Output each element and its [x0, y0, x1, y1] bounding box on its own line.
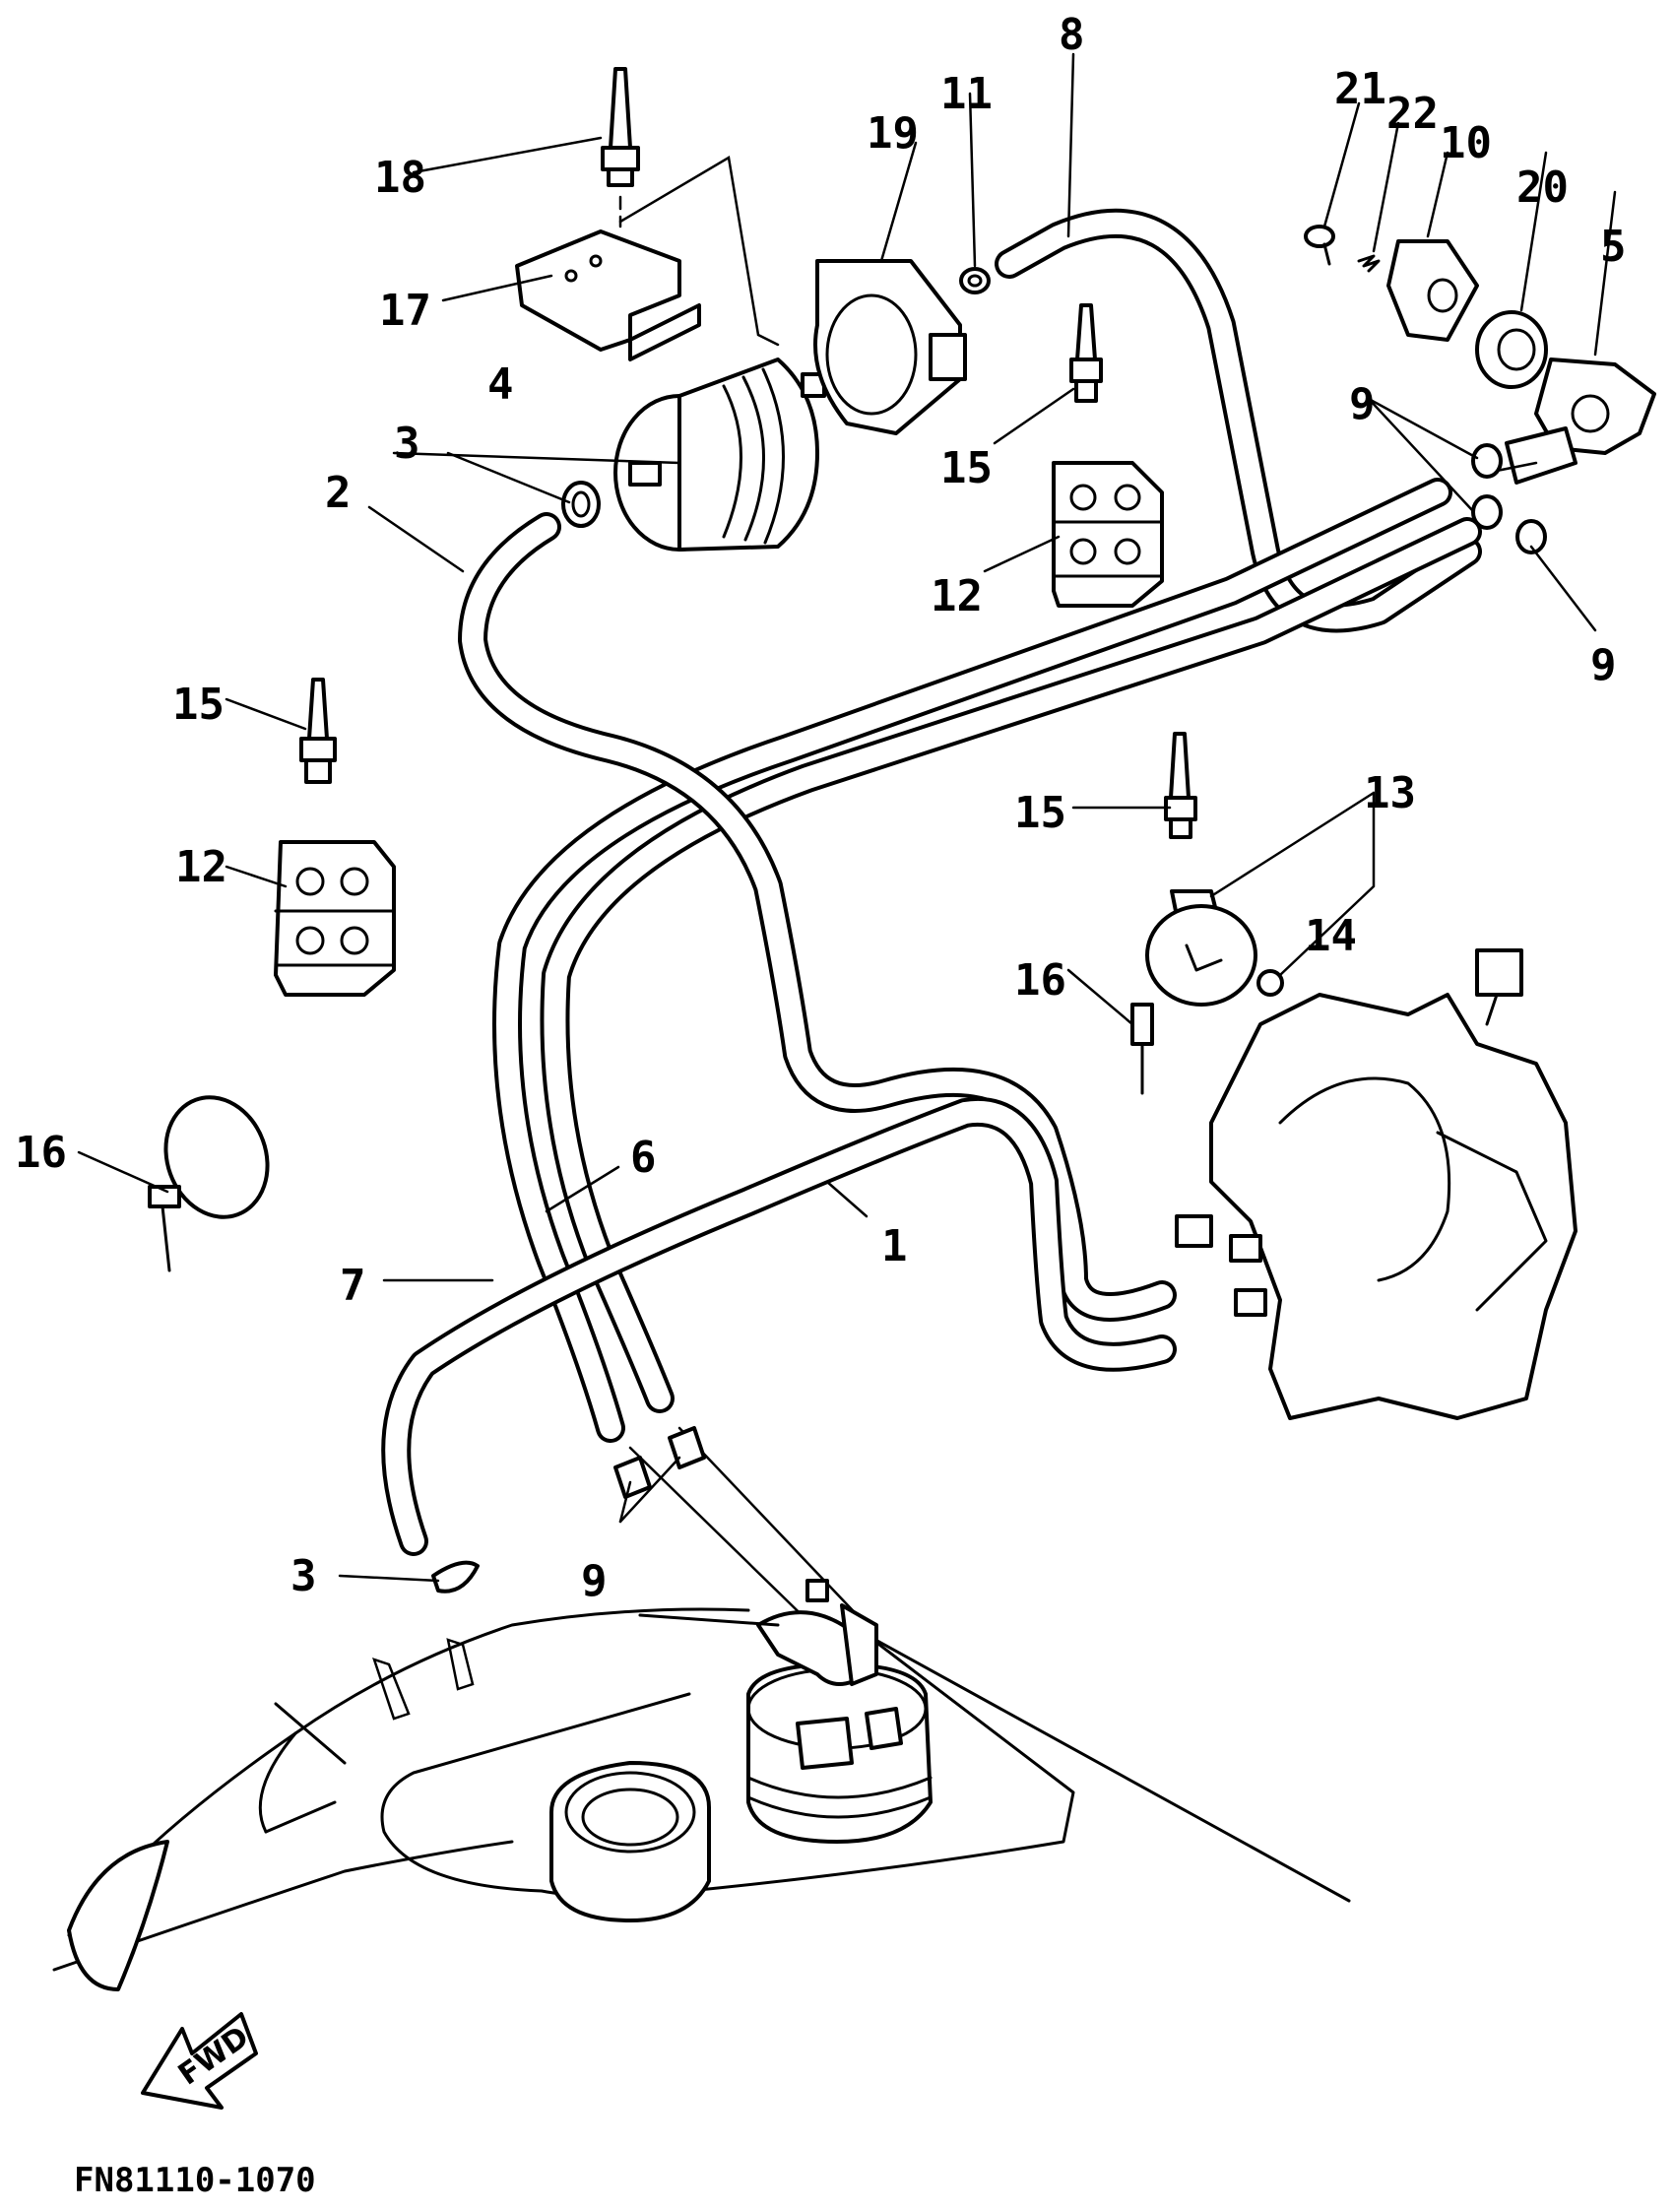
callout-14: 14 — [1305, 911, 1357, 961]
callout-7: 7 — [340, 1261, 366, 1311]
callout-15-right: 15 — [1014, 788, 1066, 838]
callout-18: 18 — [374, 153, 426, 203]
carburetor — [1175, 948, 1577, 1420]
filter-bracket-19 — [813, 259, 967, 435]
forward-arrow: FWD — [141, 2012, 258, 2110]
bolt-18 — [601, 67, 640, 187]
washer-9-right-b — [1471, 494, 1503, 530]
callout-9-right-b: 9 — [1590, 640, 1617, 690]
leader-lines — [77, 52, 1617, 1583]
fuel-tank — [52, 1607, 1351, 1991]
callout-12-center: 12 — [931, 571, 983, 621]
callout-2: 2 — [325, 468, 352, 518]
callout-11: 11 — [940, 69, 993, 119]
callout-22: 22 — [1386, 89, 1439, 139]
washer-9-right-c — [1515, 519, 1547, 554]
callout-9-lower: 9 — [581, 1556, 608, 1606]
callout-19: 19 — [867, 108, 919, 159]
callout-13: 13 — [1364, 768, 1416, 818]
callout-5: 5 — [1600, 222, 1627, 272]
nut-20 — [1475, 310, 1548, 389]
callout-8: 8 — [1059, 10, 1085, 60]
fuel-filter — [613, 358, 826, 552]
callout-15-left: 15 — [172, 680, 225, 730]
hoses — [381, 208, 1482, 1642]
callout-6: 6 — [630, 1133, 657, 1183]
clamp-block-12-upper — [1052, 461, 1164, 608]
fitting-11 — [959, 267, 991, 294]
fuel-cock-5 — [1485, 358, 1656, 485]
figure-code: FN81110-1070 — [74, 2161, 316, 2200]
clamp-block-12-left — [274, 840, 396, 997]
callout-15-center: 15 — [940, 443, 993, 493]
screw-21 — [1304, 225, 1335, 266]
callout-20: 20 — [1516, 163, 1569, 213]
bolt-15-right — [1164, 732, 1197, 839]
callout-9-right-a: 9 — [1349, 379, 1376, 429]
callout-17: 17 — [379, 286, 431, 336]
knob-10 — [1386, 239, 1479, 342]
callout-21: 21 — [1334, 64, 1386, 114]
callout-16-left: 16 — [15, 1128, 67, 1178]
callout-10: 10 — [1440, 118, 1492, 168]
fuel-pump-assembly — [638, 1579, 933, 1844]
cable-tie-16-left — [148, 1095, 270, 1272]
callout-12-left: 12 — [175, 842, 227, 892]
callout-1: 1 — [881, 1221, 908, 1271]
washer-9-lower-a — [613, 1456, 652, 1499]
clamp-13 — [1145, 889, 1257, 1007]
callout-labels: 18 17 19 11 8 21 22 10 20 5 4 3 2 15 9 1… — [15, 10, 1627, 1606]
hose-clamp-3-lower — [431, 1560, 480, 1594]
cable-tie-16-right — [1130, 1003, 1154, 1095]
callout-4: 4 — [487, 359, 514, 410]
washer-14 — [1256, 969, 1284, 997]
bracket-17 — [515, 229, 701, 361]
bolt-15-left — [299, 678, 337, 784]
hose-clamp-3-upper — [561, 481, 601, 528]
callout-16-right: 16 — [1014, 955, 1066, 1006]
callout-3-upper: 3 — [394, 419, 420, 469]
washer-9-right-a — [1471, 443, 1503, 479]
spring-22 — [1357, 254, 1381, 273]
bolt-15-center — [1069, 303, 1103, 403]
callout-3-lower: 3 — [290, 1551, 317, 1601]
